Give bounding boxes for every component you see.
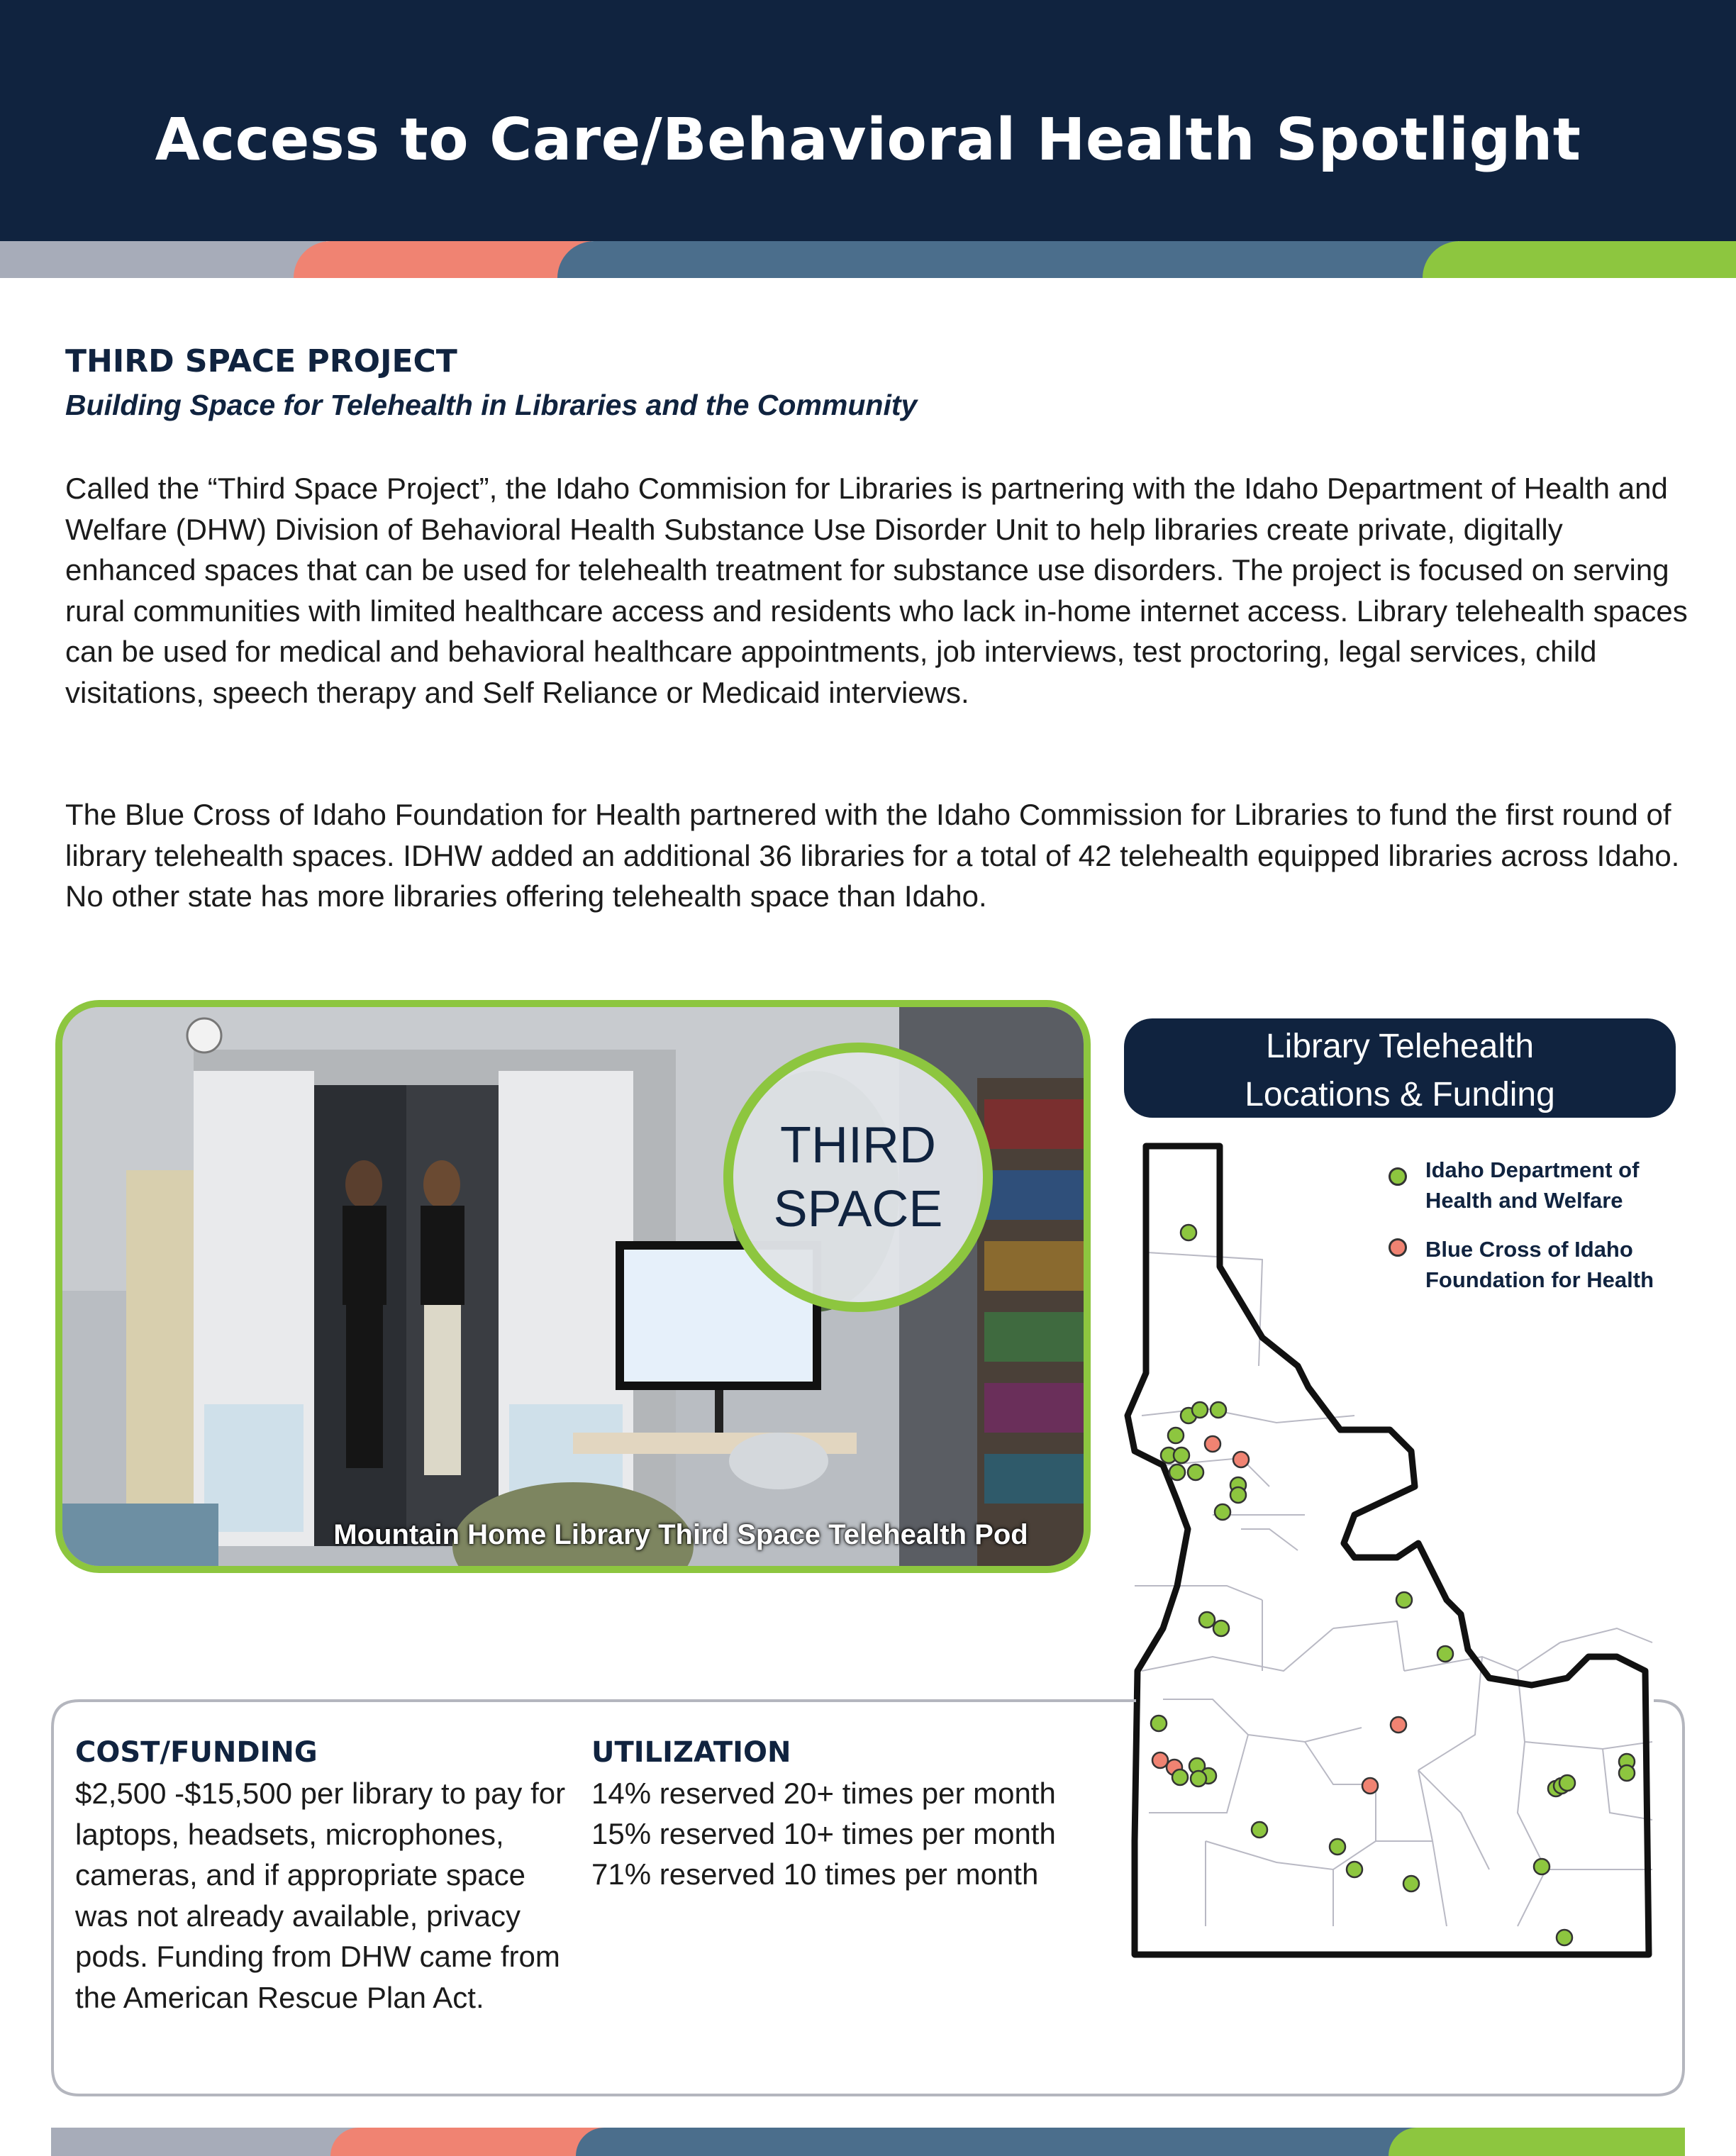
dhw-location-dot (1213, 1503, 1232, 1521)
dhw-location-dot (1189, 1769, 1208, 1788)
intro-paragraph-1: Called the “Third Space Project”, the Id… (65, 472, 1688, 709)
page-title: Access to Care/Behavioral Health Spotlig… (155, 106, 1581, 174)
utilization-line-1: 14% reserved 20+ times per month (591, 1777, 1056, 1810)
section-subheading: Building Space for Telehealth in Librari… (65, 389, 918, 421)
dhw-location-dot (1532, 1857, 1551, 1876)
map-title-box (1124, 1018, 1676, 1118)
idaho-outline (1124, 1143, 1652, 1958)
map-title-line-1: Library Telehealth (1265, 1028, 1535, 1065)
dhw-location-dot (1250, 1821, 1269, 1839)
dhw-location-dot (1168, 1463, 1186, 1482)
dhw-location-dot (1191, 1401, 1209, 1419)
blue-cross-location-dot (1361, 1777, 1379, 1795)
dhw-location-dot (1167, 1426, 1185, 1445)
utilization-line-3: 71% reserved 10 times per month (591, 1857, 1039, 1891)
dhw-location-dot (1209, 1401, 1228, 1419)
legend-dot-blue-cross (1389, 1238, 1407, 1257)
photo-caption: Mountain Home Library Third Space Telehe… (333, 1519, 1028, 1550)
bottom-stripe-coral (330, 2128, 614, 2156)
utilization-heading: UTILIZATION (591, 1736, 791, 1769)
dhw-location-dot (1150, 1714, 1168, 1733)
dhw-location-dot (1171, 1768, 1189, 1787)
intro-paragraph-2: The Blue Cross of Idaho Foundation for H… (65, 798, 1680, 913)
dhw-location-dot (1402, 1874, 1420, 1893)
top-stripe-gray (0, 241, 326, 278)
dhw-location-dot (1345, 1860, 1364, 1879)
dhw-location-dot (1395, 1591, 1413, 1609)
funding-utilization-box (51, 1699, 1685, 2096)
blue-cross-location-dot (1389, 1716, 1408, 1734)
badge-line-2: SPACE (773, 1181, 943, 1238)
blue-cross-location-dot (1232, 1450, 1250, 1469)
legend-dhw: Idaho Department of Health and Welfare (1425, 1155, 1639, 1216)
dhw-location-dot (1618, 1764, 1636, 1782)
section-heading: THIRD SPACE PROJECT (65, 343, 457, 379)
legend-dhw-line-2: Health and Welfare (1425, 1188, 1623, 1213)
top-stripe-coral (294, 241, 591, 278)
dhw-location-dot (1198, 1611, 1216, 1629)
map-title: Library Telehealth Locations & Funding (1124, 1023, 1676, 1119)
bottom-stripe-gray (51, 2128, 363, 2156)
blue-cross-location-dot (1151, 1751, 1169, 1769)
legend-dot-dhw (1389, 1167, 1407, 1186)
dhw-location-dot (1328, 1838, 1347, 1856)
blue-cross-location-dot (1203, 1435, 1222, 1453)
dhw-location-dot (1436, 1645, 1454, 1663)
cost-heading: COST/FUNDING (75, 1736, 318, 1769)
cost-text: $2,500 -$15,500 per library to pay for l… (75, 1777, 566, 2014)
dhw-location-dot (1212, 1619, 1230, 1638)
header-banner (0, 0, 1736, 241)
dhw-location-dot (1172, 1446, 1191, 1465)
top-stripe-steel (557, 241, 1458, 278)
dhw-location-dot (1558, 1774, 1576, 1792)
bottom-stripe-green (1389, 2128, 1685, 2156)
bottom-stripe-steel (576, 2128, 1427, 2156)
location-dots (1150, 1223, 1636, 1947)
legend-blue-cross-line-1: Blue Cross of Idaho (1425, 1237, 1633, 1262)
top-stripe-green (1423, 241, 1736, 278)
dhw-location-dot (1186, 1463, 1205, 1482)
idaho-county-map (1124, 1143, 1653, 1958)
dhw-location-dot (1179, 1223, 1198, 1242)
dhw-location-dot (1229, 1486, 1247, 1504)
utilization-line-2: 15% reserved 10+ times per month (591, 1817, 1056, 1850)
badge-line-1: THIRD (780, 1117, 936, 1174)
legend-blue-cross-line-2: Foundation for Health (1425, 1267, 1654, 1292)
third-space-badge-text: THIRD SPACE (723, 1113, 993, 1241)
map-title-line-2: Locations & Funding (1245, 1076, 1555, 1113)
legend-dhw-line-1: Idaho Department of (1425, 1157, 1640, 1182)
legend-blue-cross: Blue Cross of Idaho Foundation for Healt… (1425, 1234, 1654, 1295)
dhw-location-dot (1555, 1928, 1574, 1947)
